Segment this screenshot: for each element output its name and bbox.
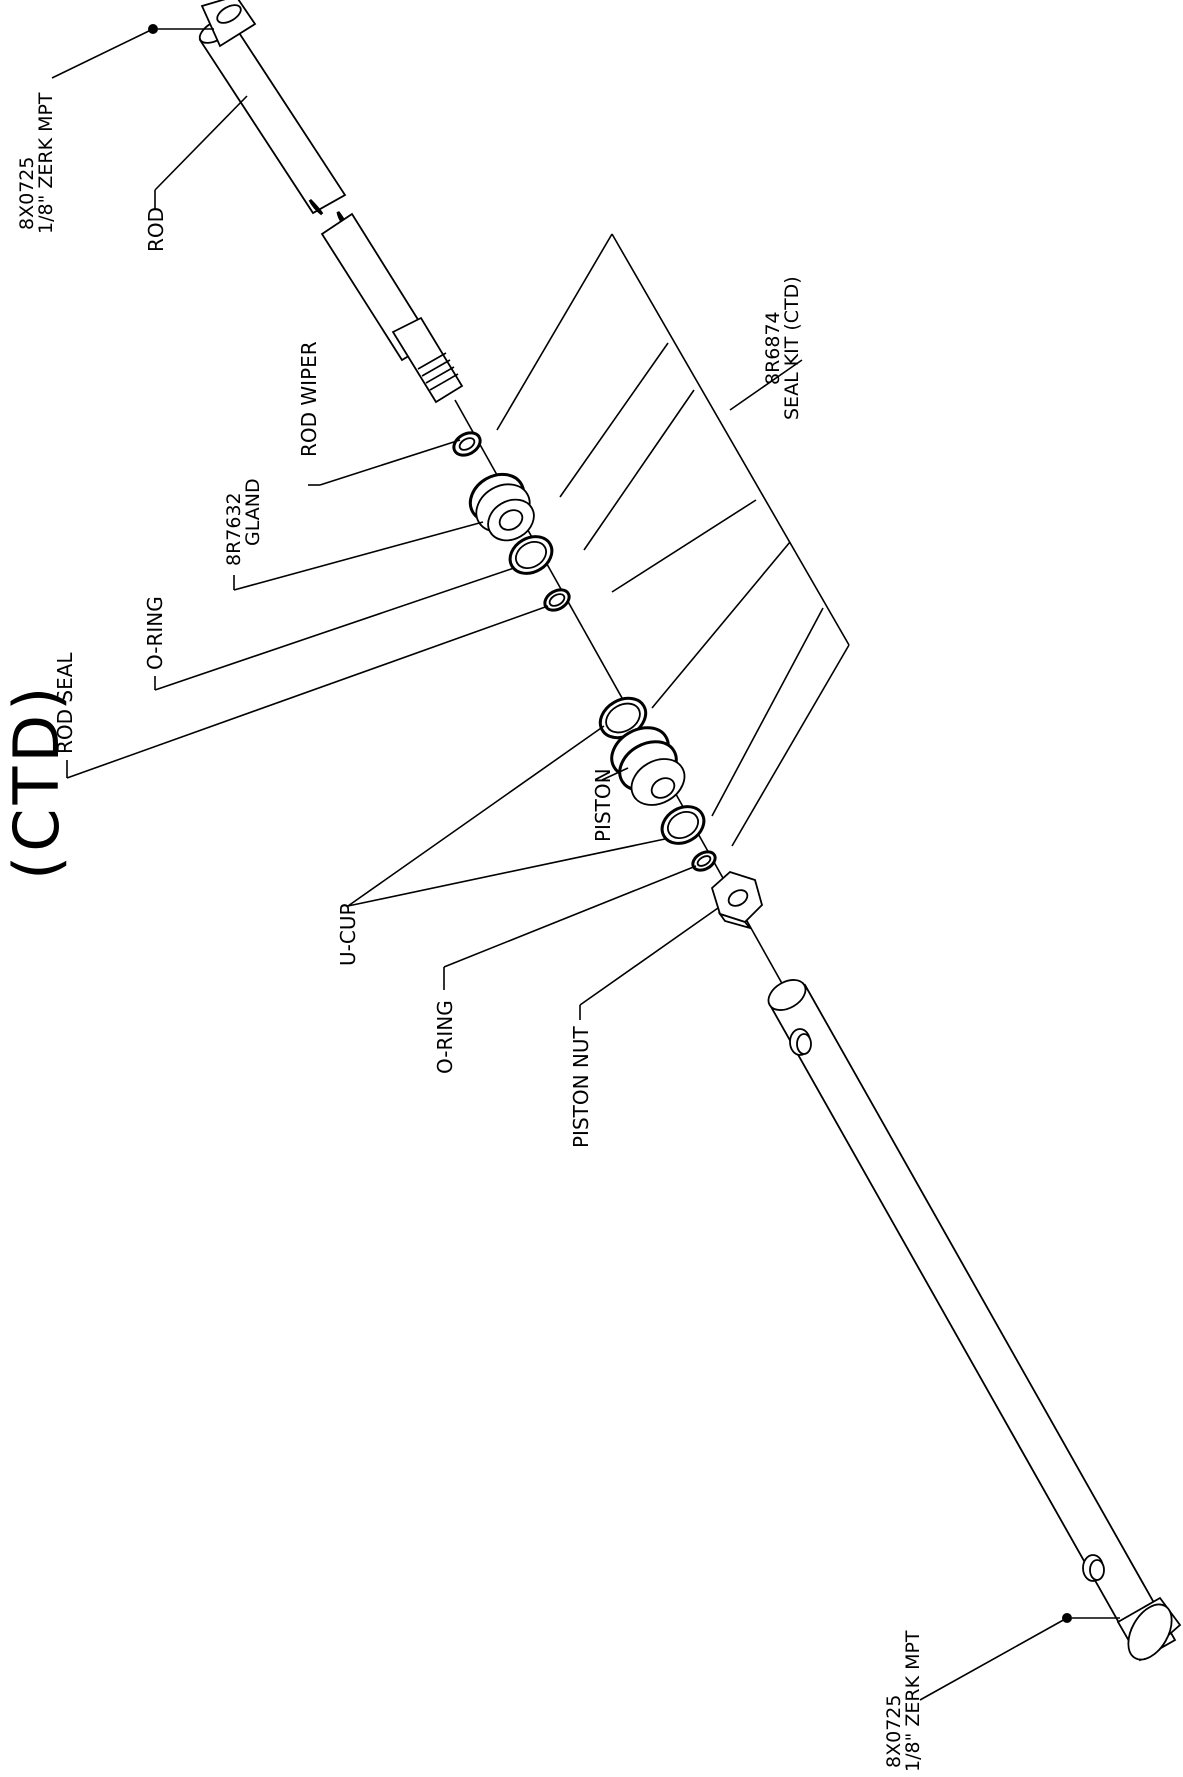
label-zerk-bottom-part: 8X0725 xyxy=(883,1695,905,1768)
label-seal-kit-part: 8R6874 xyxy=(762,311,784,385)
rod-seal-part xyxy=(543,588,571,612)
piston-nut-part xyxy=(710,870,764,930)
u-cup-lower-part xyxy=(660,805,706,845)
barrel xyxy=(767,979,1182,1662)
label-gland-part: 8R7632 xyxy=(223,492,245,566)
o-ring-upper-part xyxy=(508,535,554,575)
label-gland-desc: GLAND xyxy=(242,478,264,546)
label-zerk-top-desc: 1/8" ZERK MPT xyxy=(35,92,57,234)
u-cup-upper-part xyxy=(598,696,648,740)
label-rod: ROD xyxy=(144,207,168,252)
label-o-ring-upper: O-RING xyxy=(143,596,167,670)
rod-wiper-part xyxy=(452,431,482,457)
label-piston-nut: PISTON NUT xyxy=(569,1025,593,1148)
leader-lines xyxy=(51,28,1068,1701)
label-rod-wiper: ROD WIPER xyxy=(297,341,321,457)
zerk-fitting-bottom xyxy=(1062,1613,1120,1623)
seal-kit-bracket xyxy=(496,233,850,847)
label-piston: PISTON xyxy=(591,768,615,842)
piston-part xyxy=(610,726,686,806)
label-zerk-bottom-desc: 1/8" ZERK MPT xyxy=(902,1630,924,1772)
o-ring-lower-part xyxy=(691,850,717,872)
label-u-cup: U-CUP xyxy=(336,903,360,966)
label-o-ring-lower: O-RING xyxy=(433,1000,457,1074)
label-rod-seal: ROD SEAL xyxy=(53,652,77,754)
diagram-title: (CTD) xyxy=(0,683,73,880)
rod-assembly xyxy=(198,0,464,404)
label-zerk-top-part: 8X0725 xyxy=(16,157,38,230)
gland-part xyxy=(468,472,535,542)
label-seal-kit-desc: SEAL KIT (CTD) xyxy=(781,276,803,420)
